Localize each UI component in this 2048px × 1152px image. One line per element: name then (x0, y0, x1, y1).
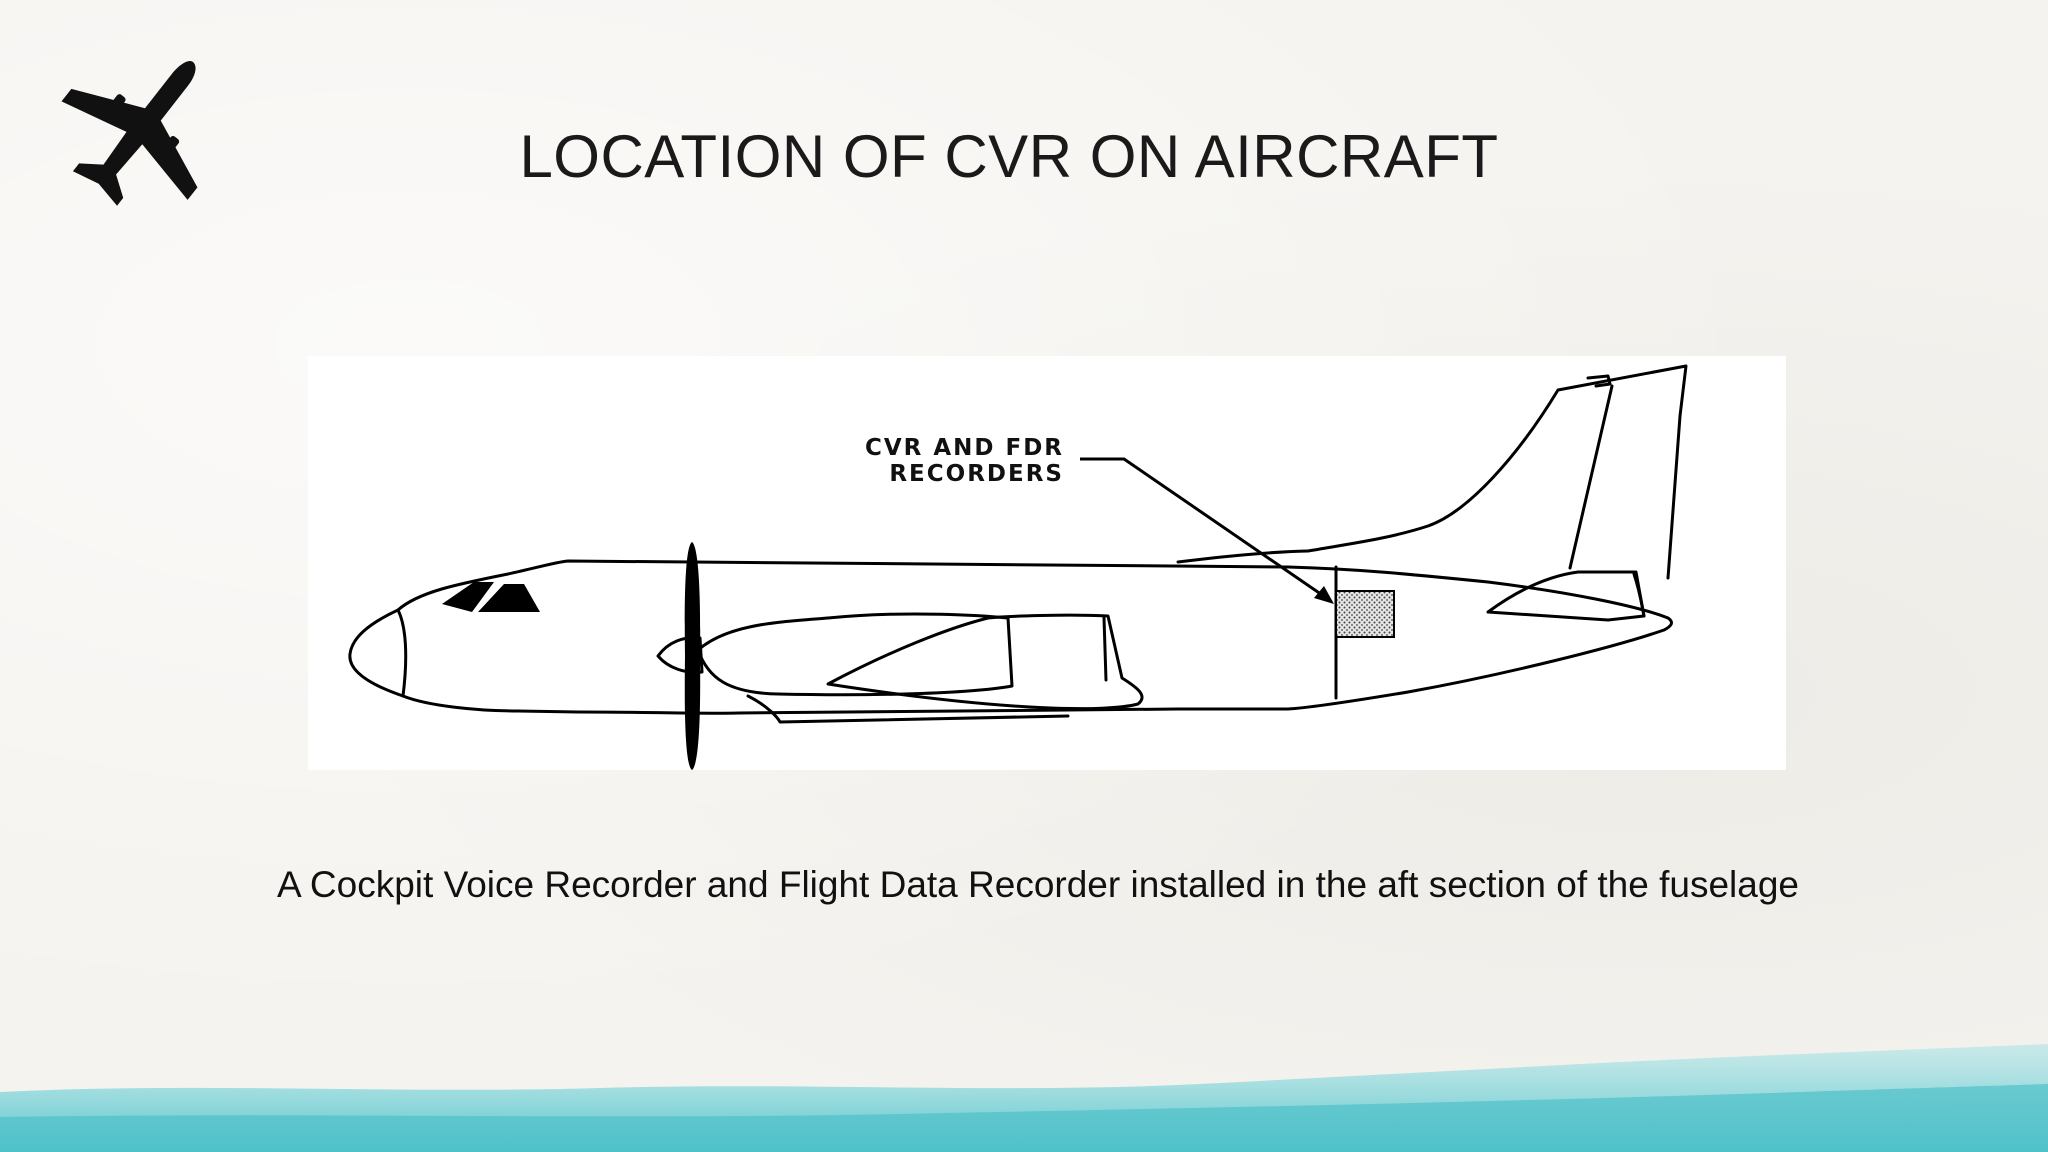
propeller-blade (684, 542, 701, 770)
callout-label-line-1: CVR AND FDR (865, 435, 1064, 461)
callout-leader (1080, 457, 1329, 601)
aircraft-drawing: CVR AND FDR RECORDERS (348, 364, 1688, 770)
cockpit-window-right (478, 584, 540, 612)
page-title: LOCATION OF CVR ON AIRCRAFT (519, 123, 1499, 190)
callout-label-line-2: RECORDERS (889, 461, 1064, 487)
recorder-box (1335, 590, 1395, 638)
fuselage-outline (348, 559, 1673, 715)
airplane-icon (61, 61, 198, 206)
horizontal-stabilizer (1486, 570, 1646, 622)
engine-nacelle (696, 612, 1014, 697)
cockpit-window-left (442, 582, 494, 612)
propeller-spinner (656, 636, 704, 674)
wing (826, 613, 1144, 711)
aircraft-diagram: CVR AND FDR RECORDERS (308, 356, 1786, 770)
vertical-tail (1306, 364, 1688, 580)
caption: A Cockpit Voice Recorder and Flight Data… (277, 864, 1799, 905)
watercolor-wave (0, 1044, 2048, 1152)
